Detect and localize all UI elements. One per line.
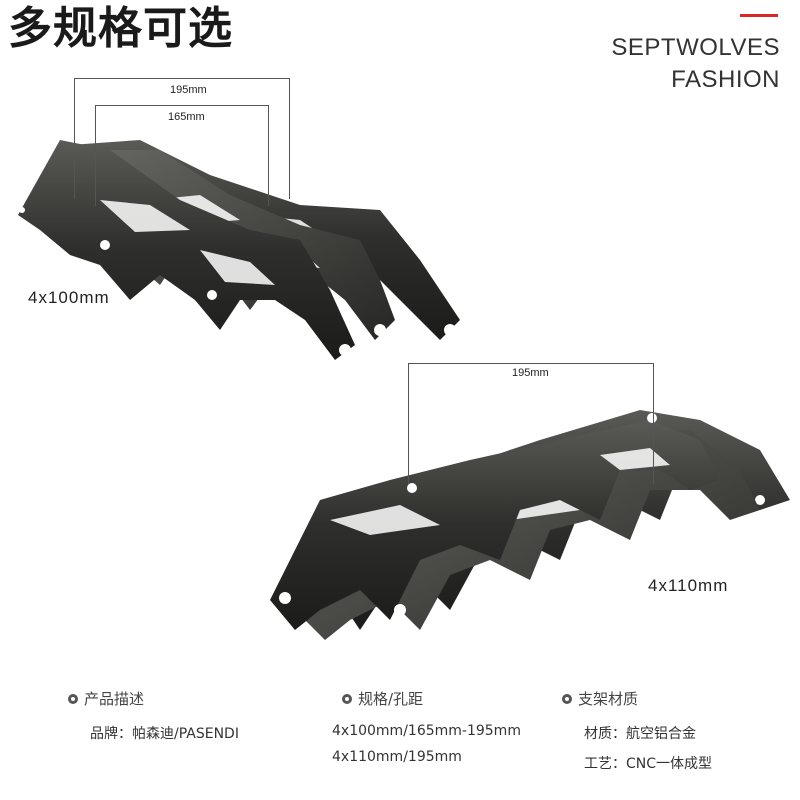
info-material-heading: 支架材质 [562, 688, 712, 709]
dimension-label-195-bottom: 195mm [510, 367, 551, 379]
info-spec-line-2: 4x110mm/195mm [332, 749, 462, 765]
info-spec: 规格/孔距 4x100mm/165mm-195mm 4x110mm/195mm [332, 688, 521, 765]
bullet-ring-icon [68, 693, 78, 704]
info-product-brand: 品牌：帕森迪/PASENDI [90, 726, 239, 742]
info-product-heading-text: 产品描述 [84, 690, 145, 708]
info-material-heading-text: 支架材质 [578, 690, 639, 708]
info-material: 支架材质 材质：航空铝合金 工艺：CNC一体成型 [562, 688, 712, 773]
frame-4x110-front [270, 413, 720, 630]
brand-tagline: FASHION [671, 66, 780, 93]
info-product: 产品描述 品牌：帕森迪/PASENDI [68, 688, 239, 743]
info-spec-line-1: 4x100mm/165mm-195mm [332, 723, 521, 739]
brand-name: SEPTWOLVES [611, 34, 780, 61]
frame-4x100-front [18, 140, 355, 360]
brand-accent-bar [740, 14, 778, 17]
page-title: 多规格可选 [8, 3, 233, 54]
dimension-bracket-195-top [74, 78, 290, 199]
info-spec-heading-text: 规格/孔距 [358, 690, 424, 708]
info-spec-heading: 规格/孔距 [342, 688, 521, 709]
info-product-heading: 产品描述 [68, 688, 239, 709]
dimension-bracket-195-bottom [408, 363, 654, 484]
bullet-ring-icon [342, 693, 352, 704]
info-material-line-1: 材质：航空铝合金 [584, 726, 696, 742]
brand-block: SEPTWOLVES FASHION [611, 32, 780, 96]
frame-4x100-group [18, 140, 460, 360]
product-frames-illustration [18, 140, 790, 640]
size-label-4x110: 4x110mm [648, 576, 729, 595]
bullet-ring-icon [562, 693, 572, 704]
frame-4x110-group [270, 410, 790, 640]
size-label-4x100: 4x100mm [28, 288, 110, 307]
dimension-label-165-top: 165mm [166, 111, 207, 123]
info-material-line-2: 工艺：CNC一体成型 [584, 756, 713, 772]
dimension-label-195-top: 195mm [168, 84, 209, 96]
dimension-bracket-165-top [95, 105, 269, 206]
